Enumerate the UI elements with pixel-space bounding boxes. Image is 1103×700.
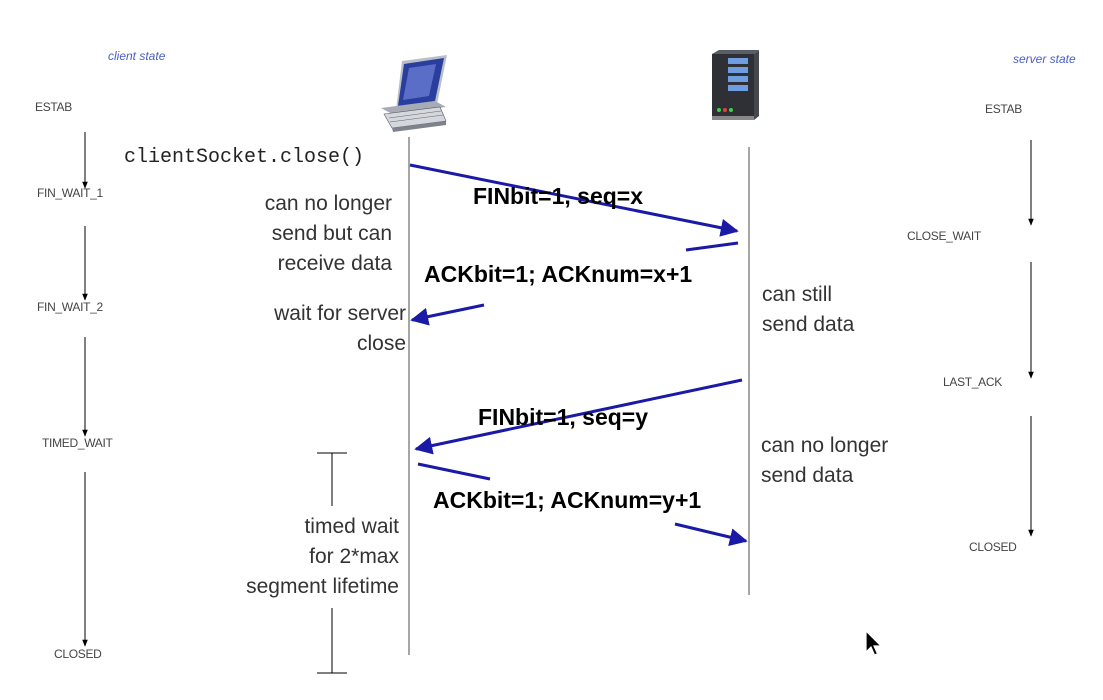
client-state-closed: CLOSED bbox=[54, 647, 102, 661]
ack-y-arrow-lower bbox=[674, 522, 748, 546]
server-state-last-ack: LAST_ACK bbox=[943, 375, 1002, 389]
server-note-no-send: can no longer send data bbox=[761, 434, 889, 487]
timed-wait-bracket bbox=[317, 452, 347, 674]
message-ack-y: ACKbit=1; ACKnum=y+1 bbox=[433, 487, 702, 513]
ack-x-arrow-lower bbox=[410, 303, 485, 326]
fin-y-arrow bbox=[414, 378, 743, 455]
fin-x-arrow bbox=[409, 163, 739, 237]
server-note-still-send: can still send data bbox=[762, 283, 855, 336]
server-state-closed: CLOSED bbox=[969, 540, 1017, 554]
client-state-timed-wait: TIMED_WAIT bbox=[42, 436, 113, 450]
server-tower-icon bbox=[712, 50, 759, 120]
client-note-wait: wait for server close bbox=[274, 302, 406, 355]
client-state-fin-wait-1: FIN_WAIT_1 bbox=[37, 186, 103, 200]
message-ack-x: ACKbit=1; ACKnum=x+1 bbox=[424, 261, 693, 287]
client-note-no-send: can no longer send but can receive data bbox=[264, 192, 392, 275]
server-state-close-wait: CLOSE_WAIT bbox=[907, 229, 981, 243]
mouse-cursor-icon bbox=[865, 630, 883, 656]
client-state-fin-wait-2: FIN_WAIT_2 bbox=[37, 300, 103, 314]
client-state-estab: ESTAB bbox=[35, 100, 72, 114]
ack-x-arrow-upper bbox=[685, 241, 739, 252]
ack-y-arrow-upper bbox=[417, 462, 491, 481]
server-state-header: server state bbox=[1013, 52, 1076, 66]
desktop-computer-icon bbox=[381, 55, 447, 132]
client-state-header: client state bbox=[108, 49, 166, 63]
message-fin-y: FINbit=1, seq=y bbox=[478, 404, 649, 430]
message-fin-x: FINbit=1, seq=x bbox=[473, 183, 644, 209]
client-note-timed-wait: timed wait for 2*max segment lifetime bbox=[246, 515, 399, 598]
server-state-estab: ESTAB bbox=[985, 102, 1022, 116]
client-close-call: clientSocket.close() bbox=[124, 146, 365, 169]
